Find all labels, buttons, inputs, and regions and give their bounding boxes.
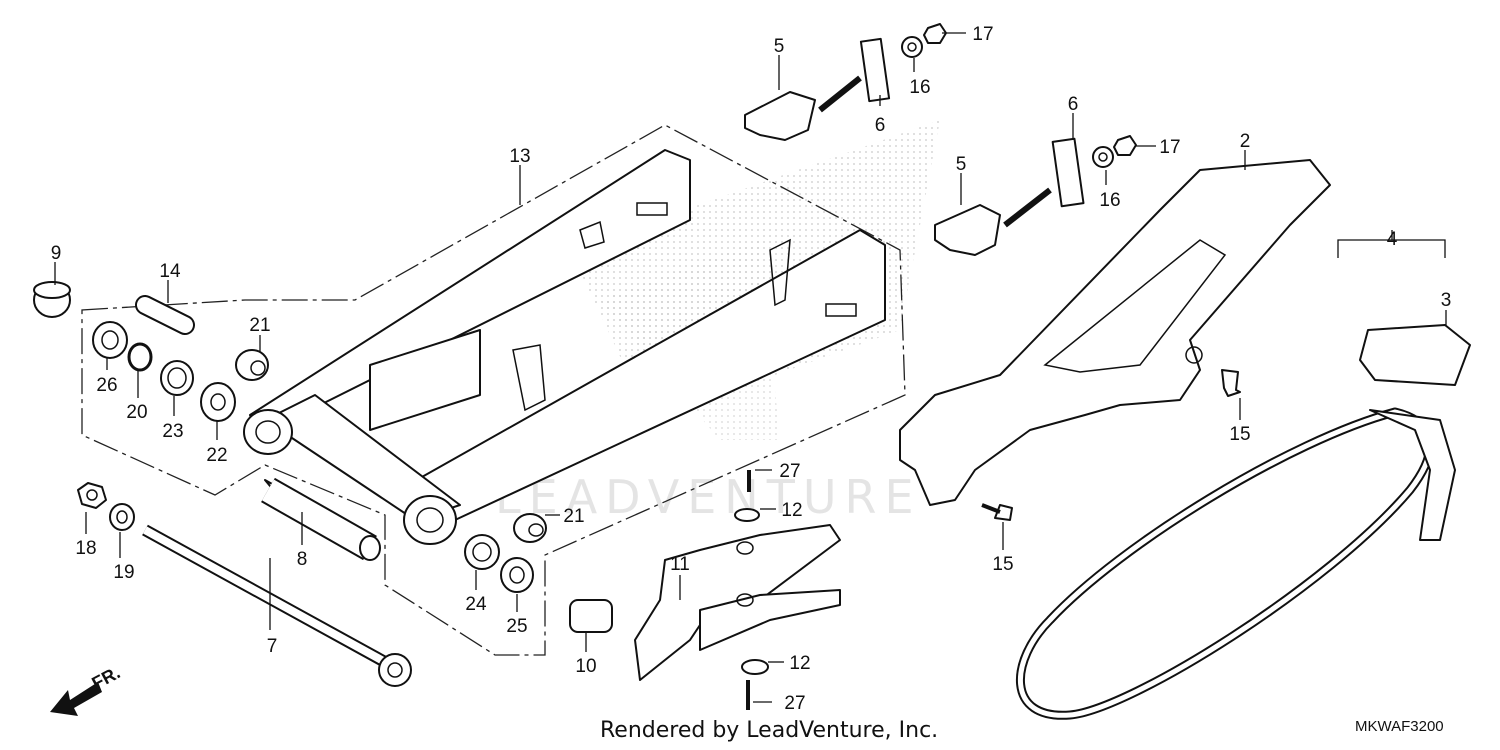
- leader-lines: [54, 32, 1447, 703]
- callout-12: 12: [789, 653, 810, 674]
- callout-21: 21: [249, 315, 270, 336]
- front-direction-arrow: FR.: [50, 662, 123, 716]
- diagram-code: MKWAF3200: [1355, 718, 1444, 735]
- drive-chain-4: [1016, 324, 1471, 720]
- callout-3: 3: [1441, 290, 1452, 311]
- collar-8: [261, 477, 381, 561]
- chain-slider-11: [634, 524, 841, 681]
- credit-text: Rendered by LeadVenture, Inc.: [600, 718, 939, 743]
- callout-17: 17: [1159, 137, 1180, 158]
- callout-labels: 5 6 16 17 6 17 16 5 2 13 9 14 21 26 20 2…: [51, 24, 1452, 714]
- chain-guard-2: [899, 159, 1331, 506]
- callout-26: 26: [96, 375, 117, 396]
- swingarm-13: [243, 149, 886, 545]
- callout-24: 24: [465, 594, 487, 615]
- callout-9: 9: [51, 243, 62, 264]
- callout-16: 16: [909, 77, 930, 98]
- callout-19: 19: [113, 562, 134, 583]
- callout-14: 14: [159, 261, 181, 282]
- chain-adjusters: [744, 37, 1085, 256]
- callout-2: 2: [1240, 131, 1251, 152]
- callout-6: 6: [875, 115, 886, 136]
- callout-27: 27: [784, 693, 805, 714]
- callout-10: 10: [575, 656, 596, 677]
- callout-23: 23: [162, 421, 183, 442]
- callout-27: 27: [779, 461, 800, 482]
- callout-15: 15: [992, 554, 1013, 575]
- callout-20: 20: [126, 402, 147, 423]
- callout-12: 12: [781, 500, 802, 521]
- callout-21: 21: [563, 506, 584, 527]
- watermark: LEADVENTURE: [495, 470, 922, 524]
- callout-7: 7: [267, 636, 278, 657]
- callout-25: 25: [506, 616, 527, 637]
- callout-11: 11: [670, 554, 690, 575]
- hardware-parts: [33, 23, 1241, 710]
- swingarm-assembly-outline: [81, 124, 906, 656]
- callout-22: 22: [206, 445, 227, 466]
- callout-13: 13: [509, 146, 530, 167]
- callout-4: 4: [1387, 229, 1398, 250]
- callout-5: 5: [956, 154, 967, 175]
- callout-8: 8: [297, 549, 308, 570]
- callout-18: 18: [75, 538, 96, 559]
- callout-15: 15: [1229, 424, 1250, 445]
- callout-6: 6: [1068, 94, 1079, 115]
- callout-17: 17: [972, 24, 993, 45]
- pivot-bolt-7: [142, 524, 412, 687]
- callout-5: 5: [774, 36, 785, 57]
- callout-16: 16: [1099, 190, 1120, 211]
